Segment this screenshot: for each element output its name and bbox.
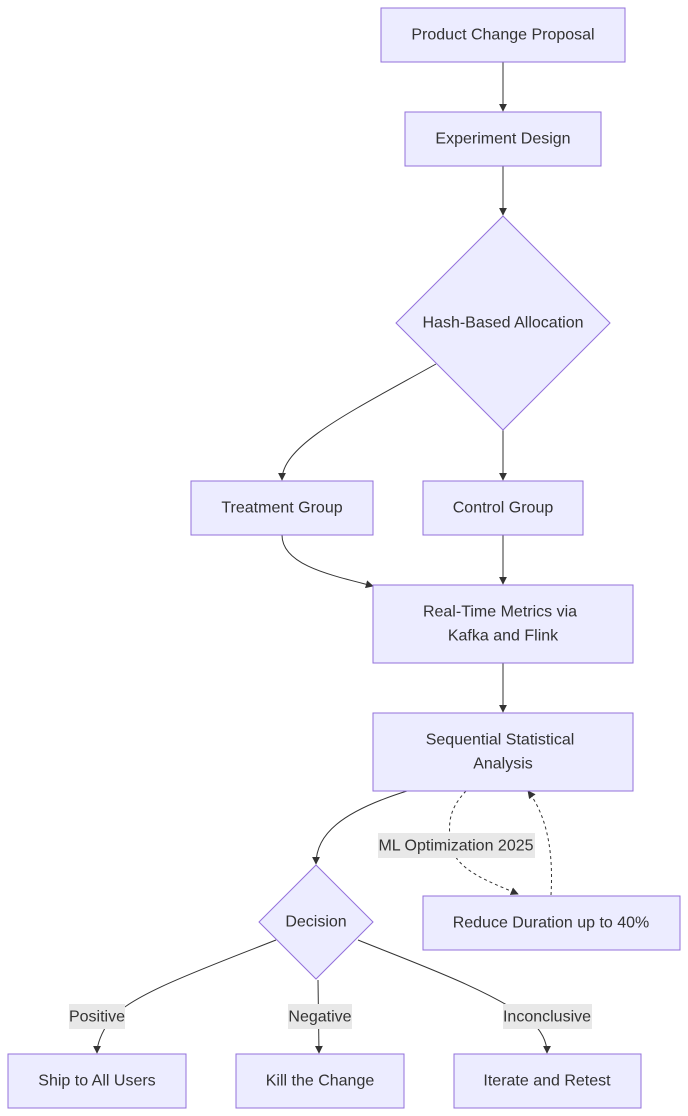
node-ship-to-all-users: Ship to All Users xyxy=(7,1053,187,1109)
edge-label-text: Inconclusive xyxy=(503,1009,591,1026)
edge-allocation-to-treatment xyxy=(278,363,437,481)
edge-treatment-to-metrics xyxy=(281,534,374,589)
edge-decision-to-iterate xyxy=(357,939,551,1054)
edge-decision-to-ship xyxy=(93,939,277,1054)
node-kill-the-change: Kill the Change xyxy=(235,1053,405,1109)
node-product-change-proposal: Product Change Proposal xyxy=(380,7,626,63)
node-reduce-duration: Reduce Duration up to 40% xyxy=(422,895,681,951)
edge-analysis-to-decision xyxy=(312,790,408,865)
node-iterate-and-retest: Iterate and Retest xyxy=(453,1053,642,1109)
edge-reduce-to-analysis xyxy=(527,790,553,896)
node-experiment-design: Experiment Design xyxy=(404,111,602,167)
node-label-line-2: Kafka and Flink xyxy=(448,628,559,645)
node-label-line-1: Sequential Statistical xyxy=(426,732,575,749)
node-control-group: Control Group xyxy=(422,480,584,536)
node-label: Control Group xyxy=(453,500,554,517)
node-treatment-group: Treatment Group xyxy=(190,480,374,536)
node-label-line-2: Analysis xyxy=(473,756,533,773)
node-label: Decision xyxy=(285,914,346,931)
edge-label-text: ML Optimization 2025 xyxy=(378,838,533,855)
edge-label-text: Positive xyxy=(69,1009,125,1026)
node-label: Product Change Proposal xyxy=(411,27,594,44)
edge-label-negative: Negative xyxy=(288,1004,352,1029)
edge-label-ml-optimization: ML Optimization 2025 xyxy=(378,833,535,858)
edge-label-text: Negative xyxy=(288,1009,351,1026)
edge-label-inconclusive: Inconclusive xyxy=(503,1004,592,1029)
node-label: Kill the Change xyxy=(266,1073,375,1090)
node-label: Reduce Duration up to 40% xyxy=(453,915,650,932)
node-decision: Decision xyxy=(258,864,374,980)
node-label: Ship to All Users xyxy=(38,1073,155,1090)
node-real-time-metrics: Real-Time Metrics via Kafka and Flink xyxy=(372,584,634,664)
node-sequential-analysis: Sequential Statistical Analysis xyxy=(372,712,634,792)
edge-label-positive: Positive xyxy=(69,1004,125,1029)
node-label: Hash-Based Allocation xyxy=(423,315,584,332)
node-label: Treatment Group xyxy=(221,500,342,517)
node-label-line-1: Real-Time Metrics via xyxy=(423,604,577,621)
node-label: Experiment Design xyxy=(435,131,570,148)
node-hash-based-allocation: Hash-Based Allocation xyxy=(395,215,611,431)
node-label: Iterate and Retest xyxy=(483,1073,611,1090)
